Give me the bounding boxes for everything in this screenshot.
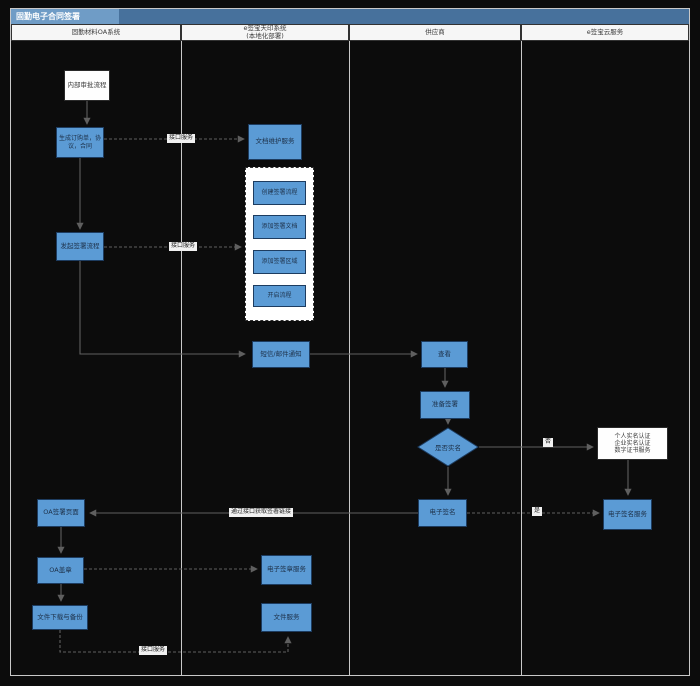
- node-realname-check[interactable]: 是否实名: [417, 427, 479, 467]
- node-start-flow-label: 开启流程: [267, 292, 292, 300]
- node-add-area-label: 添加签署区域: [261, 258, 298, 266]
- node-add-area[interactable]: 添加签署区域: [253, 250, 306, 274]
- node-internal-approval[interactable]: 内部审批流程: [64, 70, 110, 101]
- node-file-download-label: 文件下载与备份: [37, 612, 83, 621]
- node-auth-services[interactable]: 个人实名认证 企业实名认证 数字证书服务: [597, 427, 668, 460]
- node-realname-check-label: 是否实名: [435, 444, 461, 452]
- node-internal-approval-label: 内部审批流程: [67, 80, 107, 89]
- edge-label-no: 否: [543, 438, 554, 447]
- edge-label-yes: 是: [532, 507, 543, 516]
- edge-label-api-bottom: 接口服务: [139, 646, 168, 655]
- node-initiate-sign[interactable]: 发起签署流程: [56, 232, 104, 261]
- diamond-shape: [417, 427, 479, 467]
- node-file-service-label: 文件服务: [273, 612, 300, 621]
- node-sms-notify[interactable]: 短信/邮件通知: [252, 341, 310, 368]
- node-eseal-service[interactable]: 电子签章服务: [261, 555, 312, 585]
- lane-header-supplier-label: 供应商: [425, 27, 445, 36]
- lane-header-oa-label: 固勤材料OA系统: [71, 27, 121, 36]
- lane-header-cloud-label: e签宝云服务: [586, 27, 624, 36]
- node-auth-line1: 个人实名认证: [614, 432, 651, 440]
- node-auth-line2: 企业实名认证: [614, 439, 651, 447]
- node-prepare-sign[interactable]: 准备签署: [420, 391, 470, 419]
- node-oa-sign-page-label: OA签署页面: [43, 508, 79, 517]
- node-sms-notify-label: 短信/邮件通知: [260, 349, 302, 358]
- node-auth-line3: 数字证书服务: [614, 447, 651, 455]
- node-view-label: 查看: [438, 349, 451, 358]
- node-add-doc[interactable]: 添加签署文档: [253, 215, 306, 239]
- diagram-title: 固勤电子合同签署: [16, 12, 80, 21]
- node-create-flow[interactable]: 创建签署流程: [253, 181, 306, 205]
- pool-title-chip: 固勤电子合同签署: [11, 9, 119, 24]
- node-oa-stamp[interactable]: OA盖章: [37, 557, 84, 584]
- node-view[interactable]: 查看: [421, 341, 468, 368]
- lane-divider-3: [521, 41, 522, 675]
- node-eseal-service-label: 电子签章服务: [267, 565, 306, 574]
- node-oa-stamp-label: OA盖章: [49, 565, 72, 574]
- pool-title-bar: 固勤电子合同签署: [11, 9, 689, 24]
- swimlane-pool: 固勤电子合同签署 固勤材料OA系统 e签宝天印系统 (本地化部署) 供应商 e签…: [10, 8, 690, 676]
- node-file-service[interactable]: 文件服务: [261, 603, 312, 632]
- node-file-download[interactable]: 文件下载与备份: [32, 605, 88, 630]
- node-generate-order[interactable]: 生成订购单，协议，合同: [56, 127, 104, 158]
- node-generate-order-label: 生成订购单，协议，合同: [58, 135, 101, 150]
- node-start-flow[interactable]: 开启流程: [253, 285, 306, 307]
- lane-divider-1: [181, 41, 182, 675]
- edge-label-api-top: 接口服务: [167, 134, 196, 143]
- lane-header-oa: 固勤材料OA系统: [11, 24, 181, 41]
- lane-header-supplier: 供应商: [349, 24, 521, 41]
- lane-header-tianyin-line2: (本地化部署): [246, 31, 284, 40]
- node-esign-service-label: 电子签名服务: [608, 509, 647, 518]
- lane-header-cloud: e签宝云服务: [521, 24, 689, 41]
- node-doc-service-label: 文档维护服务: [255, 137, 295, 146]
- lane-header-tianyin-line1: e签宝天印系统: [243, 24, 287, 33]
- node-doc-service[interactable]: 文档维护服务: [248, 124, 302, 160]
- node-esign-service[interactable]: 电子签名服务: [603, 499, 652, 530]
- edge-label-get-link: 通过接口获取签署链接: [229, 508, 294, 517]
- lane-divider-2: [349, 41, 350, 675]
- node-create-flow-label: 创建签署流程: [261, 189, 298, 197]
- node-esign-label: 电子签名: [429, 508, 456, 517]
- edge-label-api-mid: 接口服务: [169, 242, 198, 251]
- lane-header-tianyin: e签宝天印系统 (本地化部署): [181, 24, 349, 41]
- node-esign[interactable]: 电子签名: [418, 499, 467, 527]
- node-initiate-sign-label: 发起签署流程: [60, 241, 100, 250]
- node-prepare-sign-label: 准备签署: [432, 400, 458, 409]
- node-add-doc-label: 添加签署文档: [261, 223, 298, 231]
- node-oa-sign-page[interactable]: OA签署页面: [37, 499, 85, 527]
